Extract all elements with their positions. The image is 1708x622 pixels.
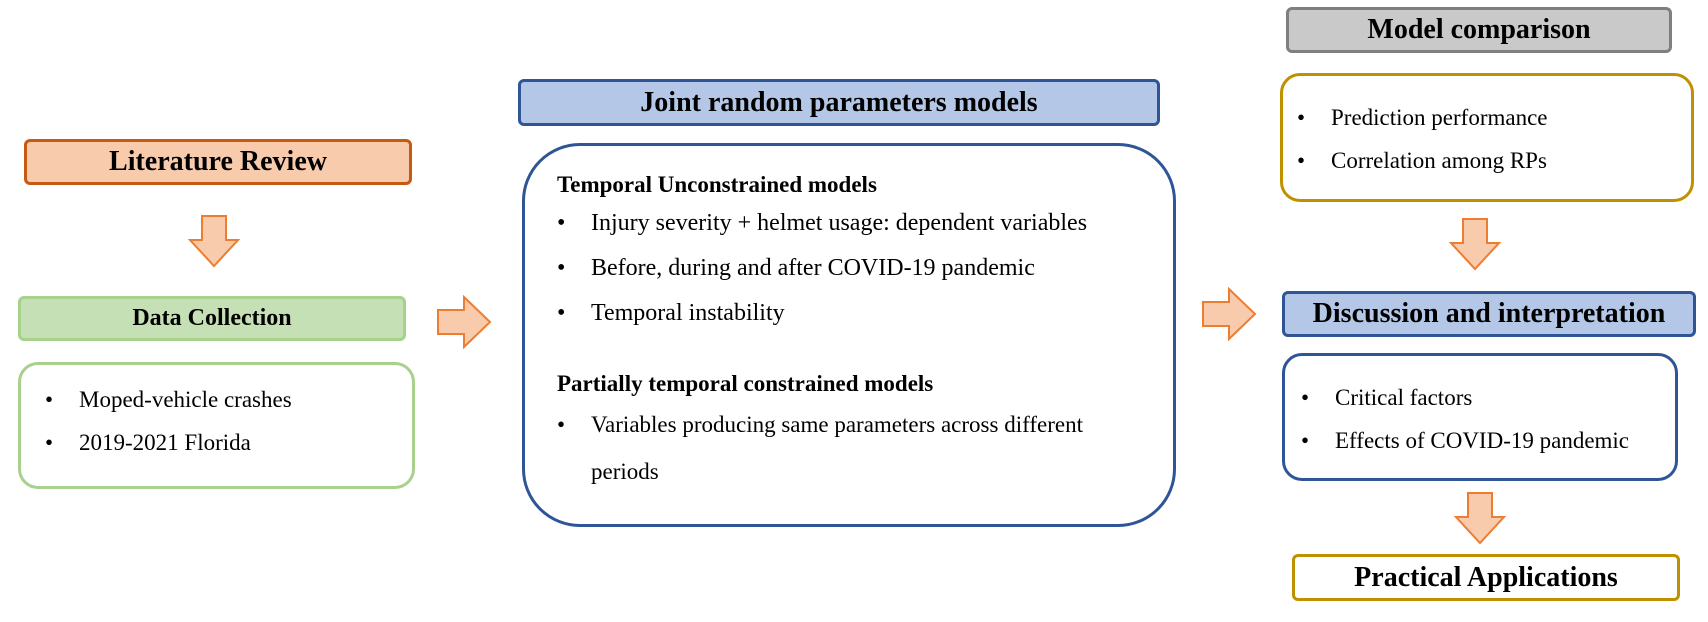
discussion-header: Discussion and interpretation bbox=[1282, 291, 1696, 337]
data-collection-card: Moped-vehicle crashes 2019-2021 Florida bbox=[18, 362, 415, 489]
unconstrained-list: Injury severity + helmet usage: dependen… bbox=[557, 210, 1173, 327]
unconstrained-subtitle: Temporal Unconstrained models bbox=[557, 172, 877, 197]
list-item: Before, during and after COVID-19 pandem… bbox=[557, 255, 1173, 282]
joint-models-title: Joint random parameters models bbox=[640, 86, 1038, 118]
data-collection-title: Data Collection bbox=[132, 305, 292, 331]
down-arrow-discussion bbox=[1453, 492, 1507, 545]
list-item: Prediction performance bbox=[1297, 105, 1691, 131]
joint-models-header: Joint random parameters models bbox=[518, 79, 1160, 126]
list-item: Variables producing same parameters acro… bbox=[557, 401, 1151, 495]
list-item: Temporal instability bbox=[557, 300, 1173, 327]
constrained-subtitle: Partially temporal constrained models bbox=[557, 371, 934, 396]
list-item: 2019-2021 Florida bbox=[45, 430, 412, 456]
practical-applications-title: Practical Applications bbox=[1354, 561, 1618, 593]
constrained-list: Variables producing same parameters acro… bbox=[557, 401, 1173, 495]
literature-review-box: Literature Review bbox=[24, 139, 412, 185]
list-item: Injury severity + helmet usage: dependen… bbox=[557, 210, 1173, 237]
model-comparison-list: Prediction performance Correlation among… bbox=[1297, 105, 1691, 174]
discussion-card: Critical factors Effects of COVID-19 pan… bbox=[1282, 353, 1678, 481]
list-item: Moped-vehicle crashes bbox=[45, 387, 412, 413]
practical-applications-box: Practical Applications bbox=[1292, 554, 1680, 601]
model-comparison-title: Model comparison bbox=[1367, 14, 1591, 45]
data-collection-list: Moped-vehicle crashes 2019-2021 Florida bbox=[45, 387, 412, 456]
right-arrow-to-discussion bbox=[1202, 287, 1257, 341]
list-item: Correlation among RPs bbox=[1297, 148, 1691, 174]
joint-models-card: Temporal Unconstrained models Injury sev… bbox=[522, 143, 1176, 527]
data-collection-box: Data Collection bbox=[18, 296, 406, 341]
down-arrow-comparison bbox=[1448, 218, 1502, 271]
list-item: Critical factors bbox=[1301, 385, 1675, 411]
literature-review-title: Literature Review bbox=[109, 146, 327, 177]
model-comparison-card: Prediction performance Correlation among… bbox=[1280, 73, 1694, 202]
model-comparison-header: Model comparison bbox=[1286, 7, 1672, 53]
right-arrow-to-joint bbox=[437, 295, 492, 349]
list-item: Effects of COVID-19 pandemic bbox=[1301, 428, 1675, 454]
discussion-title: Discussion and interpretation bbox=[1312, 298, 1666, 329]
discussion-list: Critical factors Effects of COVID-19 pan… bbox=[1301, 385, 1675, 454]
down-arrow-literature bbox=[187, 215, 241, 268]
